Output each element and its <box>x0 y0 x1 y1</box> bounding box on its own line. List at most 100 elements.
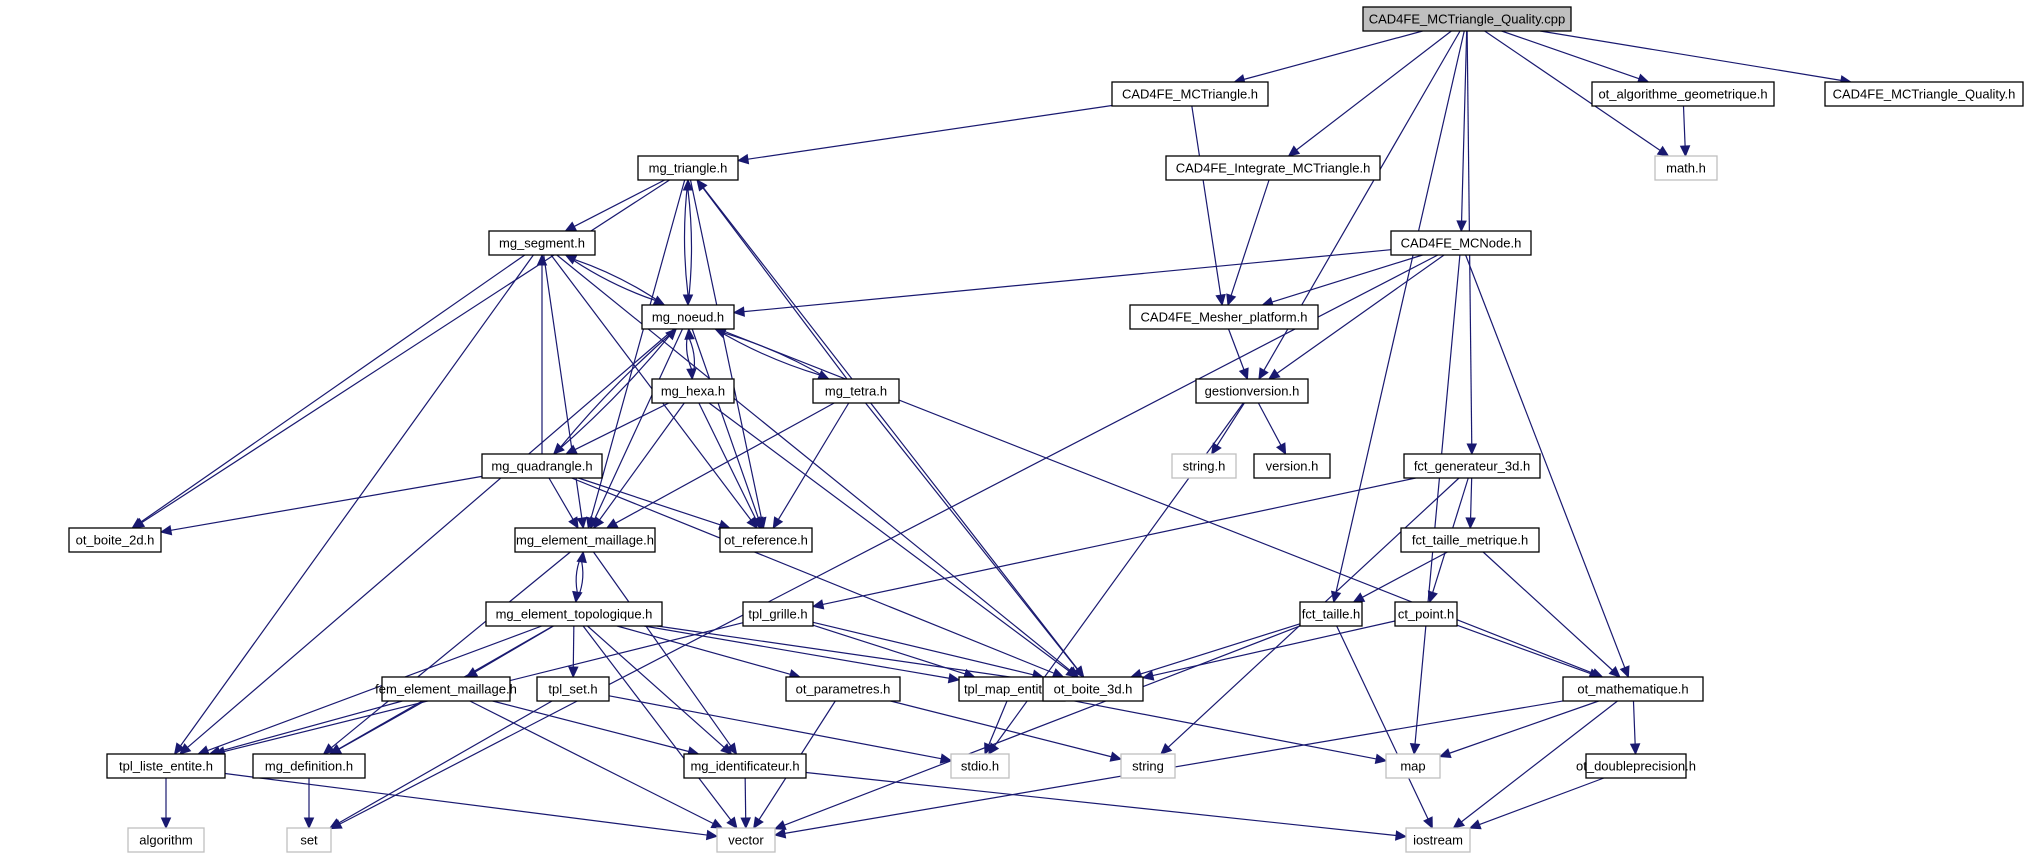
edge-mgsegment-to-tplliste <box>173 254 534 755</box>
node-otboite3d[interactable]: ot_boite_3d.h <box>1042 676 1144 702</box>
arrowhead-icon <box>1679 145 1691 158</box>
edge-line <box>687 189 693 306</box>
arrowhead-icon <box>568 516 579 530</box>
edge-line <box>1140 623 1301 675</box>
node-box <box>950 753 1010 779</box>
edge-mgnoeud-to-mgsegment <box>564 254 665 306</box>
node-box <box>1390 230 1532 256</box>
edge-line <box>708 402 1070 672</box>
edge-line <box>548 477 574 520</box>
edge-line <box>616 625 791 675</box>
node-gestion[interactable]: gestionversion.h <box>1195 378 1309 404</box>
edge-mgquad-to-otboite3d <box>571 477 1065 678</box>
node-box <box>1654 155 1718 181</box>
edge-line <box>643 625 950 679</box>
node-label: CAD4FE_MCTriangle_Quality.cpp <box>1369 12 1566 27</box>
edge-line <box>1461 700 1618 823</box>
edge-line <box>988 700 1008 745</box>
edge-mcnode-to-mesher <box>1261 254 1423 307</box>
arrowhead-icon <box>1141 670 1155 681</box>
node-box <box>1195 378 1309 404</box>
node-box <box>1165 155 1381 181</box>
node-label: string <box>1132 759 1164 774</box>
arrowhead-icon <box>682 178 694 191</box>
edge-line <box>1449 700 1599 754</box>
node-box <box>1591 81 1775 107</box>
node-mgelem[interactable]: mg_element_maillage.h <box>514 527 656 553</box>
edge-root-to-otalgo <box>1501 30 1650 84</box>
arrowhead-icon <box>1109 751 1123 762</box>
edge-mgtopo-to-mgident <box>587 625 733 755</box>
node-label: fct_taille.h <box>1302 607 1361 622</box>
edge-mesher-to-gestion <box>1227 328 1249 381</box>
arrowhead-icon <box>773 820 787 830</box>
arrowhead-icon <box>665 328 678 341</box>
node-fctgen[interactable]: fct_generateur_3d.h <box>1403 453 1541 479</box>
node-mcnode[interactable]: CAD4FE_MCNode.h <box>1390 230 1532 256</box>
edge-mgquad-to-mgnoeud <box>553 328 678 455</box>
node-root: CAD4FE_MCTriangle_Quality.cpp <box>1362 6 1572 32</box>
node-tplgrille[interactable]: tpl_grille.h <box>742 601 814 627</box>
edge-femelem-to-mgdef <box>329 700 425 755</box>
node-box <box>1403 453 1541 479</box>
node-otdouble[interactable]: ot_doubleprecision.h <box>1576 753 1696 779</box>
arrowhead-icon <box>1394 830 1408 841</box>
node-string: string <box>1120 753 1176 779</box>
edge-mgnoeud-to-mgelem <box>590 328 684 530</box>
node-version[interactable]: version.h <box>1253 453 1331 479</box>
node-label: mg_hexa.h <box>661 384 725 399</box>
edge-otmath-to-map <box>1438 700 1599 759</box>
node-mesher[interactable]: CAD4FE_Mesher_platform.h <box>1129 304 1319 330</box>
node-otalgo[interactable]: ot_algorithme_geometrique.h <box>1591 81 1775 107</box>
node-mgtopo[interactable]: mg_element_topologique.h <box>485 601 663 627</box>
node-mctq_h[interactable]: CAD4FE_MCTriangle_Quality.h <box>1824 81 2024 107</box>
node-mctriangle[interactable]: CAD4FE_MCTriangle.h <box>1111 81 1269 107</box>
edge-root-to-mctriangle <box>1233 30 1423 85</box>
node-mgsegment[interactable]: mg_segment.h <box>488 230 596 256</box>
edge-mgtopo-to-tplset <box>568 625 579 679</box>
node-mgnoeud[interactable]: mg_noeud.h <box>641 304 735 330</box>
node-label: version.h <box>1266 459 1319 474</box>
node-otboite2d[interactable]: ot_boite_2d.h <box>68 527 162 553</box>
node-tplliste[interactable]: tpl_liste_entite.h <box>106 753 226 779</box>
node-mgtetra[interactable]: mg_tetra.h <box>812 378 900 404</box>
node-ctpoint[interactable]: ct_point.h <box>1394 601 1458 627</box>
node-femelem[interactable]: fem_element_maillage.h <box>375 676 517 702</box>
edge-line <box>1191 105 1222 296</box>
node-otparam[interactable]: ot_parametres.h <box>785 676 901 702</box>
arrowhead-icon <box>1629 743 1641 756</box>
node-box <box>1120 753 1176 779</box>
node-otmath[interactable]: ot_mathematique.h <box>1562 676 1704 702</box>
edge-line <box>608 695 942 760</box>
arrowhead-icon <box>1465 517 1476 530</box>
node-mgident[interactable]: mg_identificateur.h <box>683 753 807 779</box>
edge-mgsegment-to-mgnoeud <box>565 254 666 306</box>
arrowhead-icon <box>1656 145 1670 157</box>
node-label: string.h <box>1183 459 1226 474</box>
edge-line <box>1296 30 1452 151</box>
edge-line <box>822 477 1416 606</box>
node-mghexa[interactable]: mg_hexa.h <box>651 378 735 404</box>
node-stdio: stdio.h <box>950 753 1010 779</box>
edge-fcttaille-to-vector <box>773 625 1301 830</box>
node-fcttaille[interactable]: fct_taille.h <box>1299 601 1363 627</box>
node-label: mg_triangle.h <box>649 161 728 176</box>
node-box <box>1253 453 1331 479</box>
node-mgdef[interactable]: mg_definition.h <box>252 753 366 779</box>
arrowhead-icon <box>572 590 583 604</box>
arrowhead-icon <box>160 817 172 830</box>
node-mgquad[interactable]: mg_quadrangle.h <box>481 453 603 479</box>
node-otref[interactable]: ot_reference.h <box>719 527 813 553</box>
edge-line <box>578 477 721 526</box>
node-tplset[interactable]: tpl_set.h <box>536 676 610 702</box>
arrowhead-icon <box>328 818 342 829</box>
node-box <box>716 827 776 853</box>
node-fcttm[interactable]: fct_taille_metrique.h <box>1400 527 1540 553</box>
edge-line <box>590 179 686 519</box>
node-integrate[interactable]: CAD4FE_Integrate_MCTriangle.h <box>1165 155 1381 181</box>
node-label: ot_boite_2d.h <box>76 533 155 548</box>
node-label: tpl_map_entite.h <box>964 682 1060 697</box>
edges-layer <box>131 30 1853 841</box>
node-mgtriangle[interactable]: mg_triangle.h <box>637 155 739 181</box>
node-box <box>742 601 814 627</box>
